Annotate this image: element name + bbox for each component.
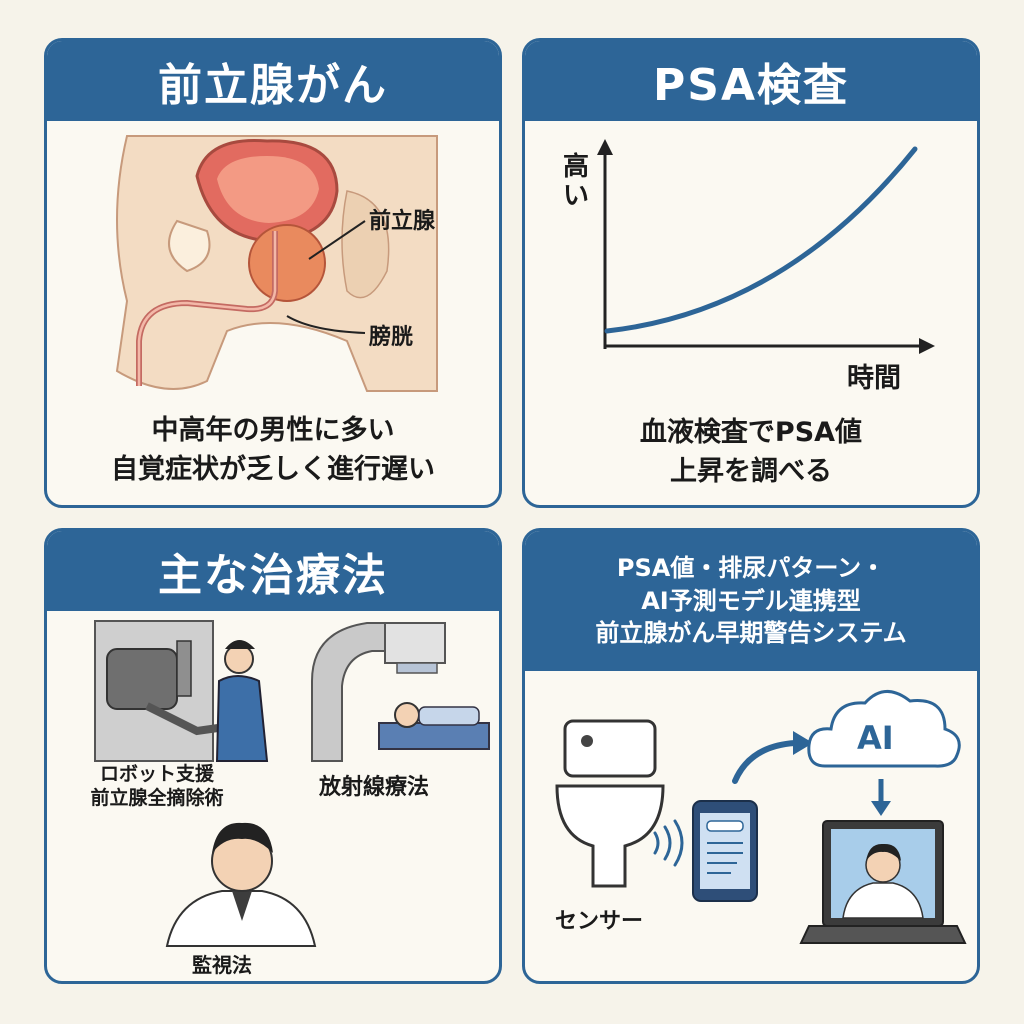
toilet-icon <box>555 719 665 888</box>
robot-surgery-label: ロボット支援 前立腺全摘除術 <box>90 763 224 809</box>
treatment-illustrations <box>94 620 490 947</box>
active-surveillance-label: 監視法 <box>192 953 252 977</box>
psa-line-chart <box>597 139 935 354</box>
cloud-ai-label: AI <box>857 719 894 757</box>
doctor-icon <box>842 843 924 919</box>
cloud-icon <box>807 690 961 768</box>
prostate-shape <box>248 224 326 302</box>
panel-title: 主な治療法 <box>47 531 499 611</box>
psa-caption: 血液検査でPSA値 上昇を調べる <box>639 417 863 488</box>
bladder-label: 膀胱 <box>369 325 414 350</box>
system-flow-illustration <box>555 690 967 944</box>
y-axis-arrow <box>597 139 613 155</box>
wifi-icon <box>653 819 684 867</box>
phone-icon <box>692 800 758 902</box>
scanner-icon <box>311 622 490 762</box>
prostate-label: 前立腺 <box>369 209 436 234</box>
panel-psa-test: PSA検査 高い 時間 血液検査でPSA値 上昇を調べる <box>522 38 980 508</box>
panel-treatment: 主な治療法 ロボット支援 前立腺全摘除 <box>44 528 502 984</box>
bladder-shape <box>195 138 339 243</box>
psa-curve <box>604 146 918 334</box>
doctor-icon <box>165 822 317 947</box>
panel-title: PSA検査 <box>525 41 977 121</box>
prostate-caption: 中高年の男性に多い 自覚症状が乏しく進行遅い <box>111 415 435 486</box>
panel-title: 前立腺がん <box>47 41 499 121</box>
y-axis-label: 高い <box>563 152 590 211</box>
x-axis-arrow <box>919 338 935 354</box>
sensor-label: センサー <box>555 909 644 934</box>
flow-arrow-icon <box>732 740 798 784</box>
panel-title: PSA値・排尿パターン・ AI予測モデル連携型 前立腺がん早期警告システム <box>525 531 977 671</box>
x-axis-label: 時間 <box>847 363 901 394</box>
radiation-label: 放射線療法 <box>319 775 430 800</box>
panel-prostate-cancer: 前立腺がん 前立腺 膀胱 中高年の男性に多い 自覚症状が乏しく進行遅い <box>44 38 502 508</box>
panel-ai-system: PSA値・排尿パターン・ AI予測モデル連携型 前立腺がん早期警告システム <box>522 528 980 984</box>
anatomy-illustration <box>115 135 438 392</box>
robot-arm-icon <box>94 620 269 762</box>
laptop-icon <box>799 820 967 944</box>
